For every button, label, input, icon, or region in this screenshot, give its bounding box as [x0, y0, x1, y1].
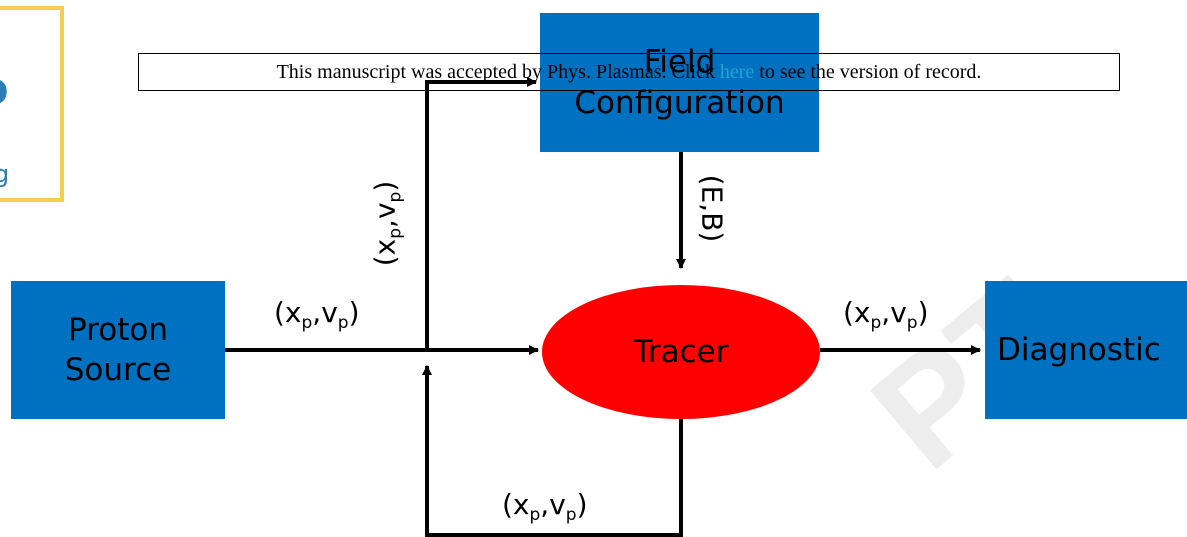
- tracer-label: Tracer: [633, 334, 729, 370]
- arrow-to-field-config: [425, 77, 537, 350]
- label-to-field-config: (xp,vp): [368, 180, 406, 267]
- proton-source-box: Proton Source: [11, 281, 225, 419]
- banner-text-before: This manuscript was accepted by Phys. Pl…: [276, 60, 720, 83]
- proton-source-line1: Proton: [68, 311, 168, 348]
- banner-text-after: to see the version of record.: [754, 60, 982, 83]
- field-configuration-box: Field Configuration: [540, 13, 819, 152]
- manuscript-banner: This manuscript was accepted by Phys. Pl…: [138, 53, 1120, 91]
- label-tracer-to-diagnostic: (xp,vp): [843, 296, 929, 333]
- logo-frame: P ing: [0, 6, 64, 202]
- version-of-record-link[interactable]: here: [719, 60, 755, 83]
- proton-source-line2: Source: [64, 352, 172, 388]
- label-source-to-tracer: (xp,vp): [274, 296, 360, 333]
- label-field-to-tracer: (E,B): [695, 174, 729, 243]
- arrow-feedback-return: [422, 365, 681, 537]
- logo-text: ing: [0, 160, 10, 188]
- diagnostic-label: Diagnostic: [997, 331, 1161, 368]
- field-config-line1: Field: [643, 44, 716, 81]
- diagnostic-box: Diagnostic: [985, 281, 1187, 419]
- label-feedback-loop: (xp,vp): [502, 488, 588, 525]
- logo-letter: P: [0, 68, 9, 133]
- tracer-node: Tracer: [542, 285, 820, 419]
